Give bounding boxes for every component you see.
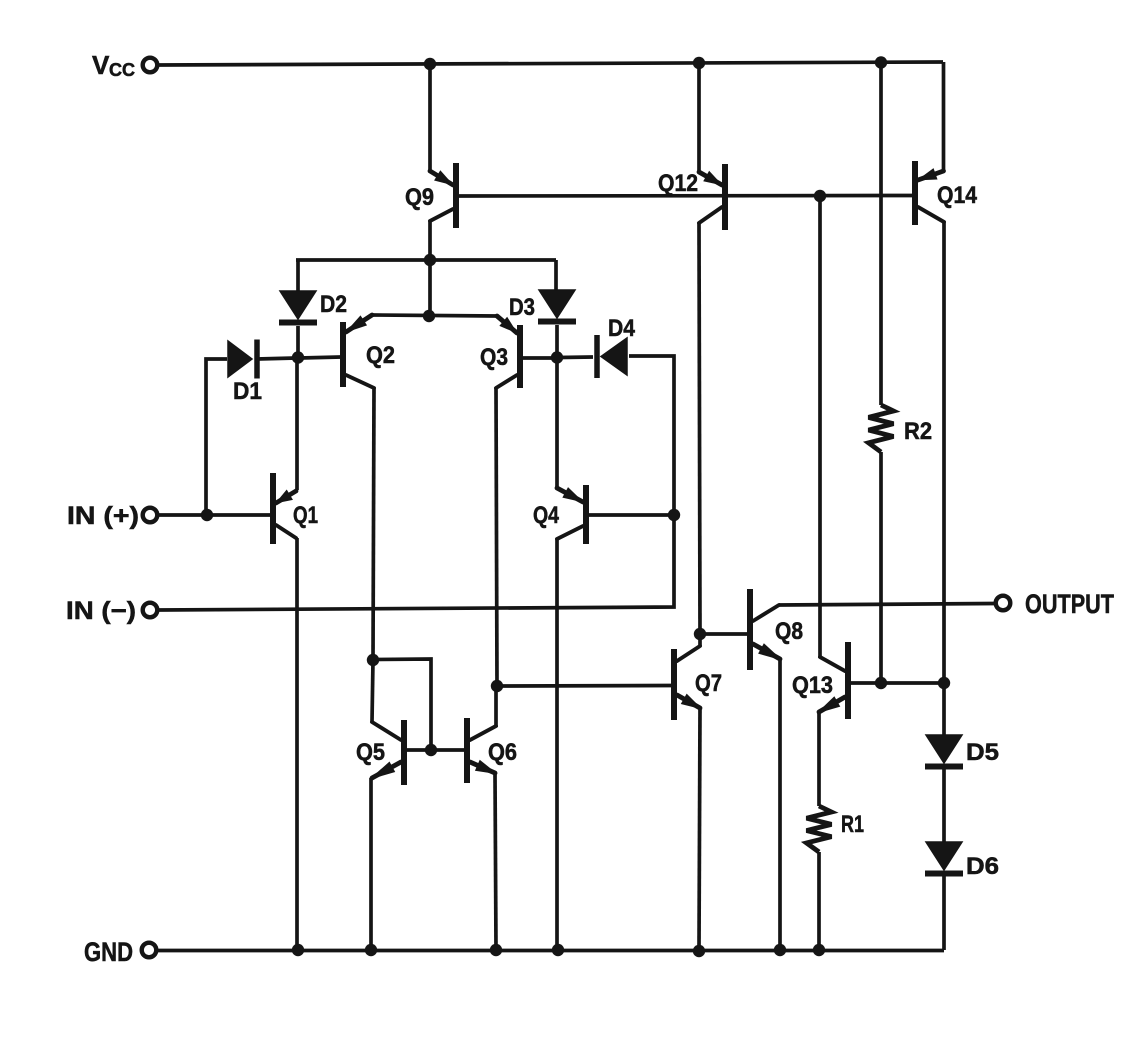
svg-text:D5: D5 — [966, 739, 999, 766]
svg-text:R2: R2 — [904, 418, 932, 445]
svg-text:Q3: Q3 — [480, 344, 508, 371]
svg-text:Q1: Q1 — [293, 502, 318, 529]
svg-text:GND: GND — [84, 937, 133, 967]
svg-text:CC: CC — [109, 60, 135, 80]
svg-text:Q14: Q14 — [937, 182, 978, 209]
svg-text:Q6: Q6 — [488, 739, 517, 766]
svg-text:Q2: Q2 — [366, 342, 395, 369]
svg-text:D6: D6 — [966, 853, 999, 880]
svg-text:Q12: Q12 — [658, 170, 698, 197]
svg-text:D3: D3 — [509, 294, 535, 321]
svg-text:Q8: Q8 — [775, 618, 803, 645]
svg-text:IN (+): IN (+) — [67, 502, 139, 530]
svg-text:R1: R1 — [841, 811, 864, 838]
svg-text:Q7: Q7 — [695, 670, 722, 697]
svg-text:Q5: Q5 — [356, 739, 385, 766]
svg-text:D1: D1 — [233, 378, 262, 405]
svg-text:IN (−): IN (−) — [66, 597, 136, 625]
svg-text:Q9: Q9 — [405, 184, 434, 211]
svg-text:D4: D4 — [608, 315, 636, 342]
svg-text:Q4: Q4 — [533, 502, 560, 529]
svg-text:OUTPUT: OUTPUT — [1025, 589, 1114, 619]
svg-text:Q13: Q13 — [792, 672, 833, 699]
svg-text:D2: D2 — [320, 291, 347, 318]
svg-text:V: V — [92, 50, 110, 80]
